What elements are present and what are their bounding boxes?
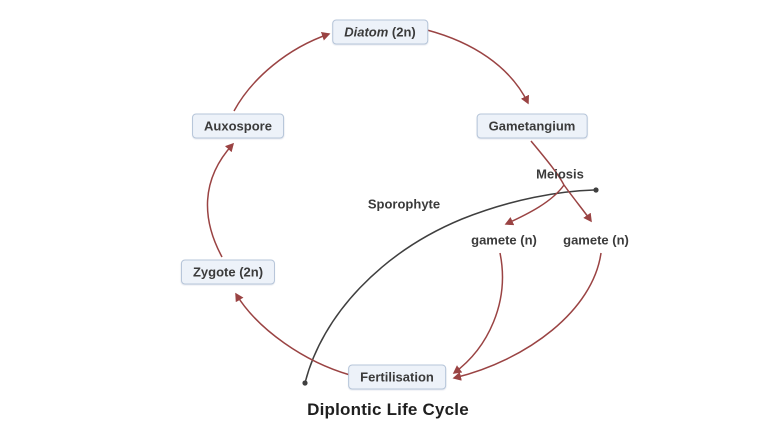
- fertilisation-label: Fertilisation: [360, 369, 434, 385]
- gamete-right-label: gamete (n): [563, 232, 629, 248]
- diagram-title: Diplontic Life Cycle: [307, 400, 469, 419]
- edge-gametangium-to-meiosis: [530, 140, 565, 186]
- node-gametangium: Gametangium: [476, 113, 588, 139]
- node-auxospore: Auxospore: [192, 113, 284, 139]
- sporophyte-label: Sporophyte: [367, 196, 441, 212]
- diatom-name: Diatom: [344, 24, 389, 40]
- phase-line-start-dot: [302, 380, 308, 386]
- gamete-left-label: gamete (n): [471, 232, 537, 248]
- gametangium-label: Gametangium: [488, 118, 576, 134]
- node-fertilisation: Fertilisation: [348, 364, 446, 390]
- phase-line-end-dot: [593, 187, 599, 193]
- edge-meiosis-to-gamete-left: [504, 184, 565, 226]
- edge-diatom-to-gametangium: [426, 29, 529, 105]
- sporophyte-phase-line: [304, 189, 595, 384]
- diatom-ploidy: (2n): [388, 24, 416, 40]
- edge-meiosis-to-gamete-right: [563, 184, 592, 223]
- node-diatom: Diatom (2n): [332, 19, 428, 45]
- node-zygote: Zygote (2n): [180, 259, 276, 285]
- edge-auxospore-to-diatom: [233, 32, 331, 112]
- edge-fertilisation-to-zygote: [235, 292, 351, 376]
- edge-gamete-left-to-fertilisation: [452, 252, 504, 374]
- meiosis-label: Meiosis: [536, 166, 584, 182]
- auxospore-label: Auxospore: [204, 118, 272, 134]
- zygote-label: Zygote (2n): [192, 264, 264, 280]
- edge-gamete-right-to-fertilisation: [452, 252, 602, 381]
- edge-zygote-to-auxospore: [206, 142, 235, 258]
